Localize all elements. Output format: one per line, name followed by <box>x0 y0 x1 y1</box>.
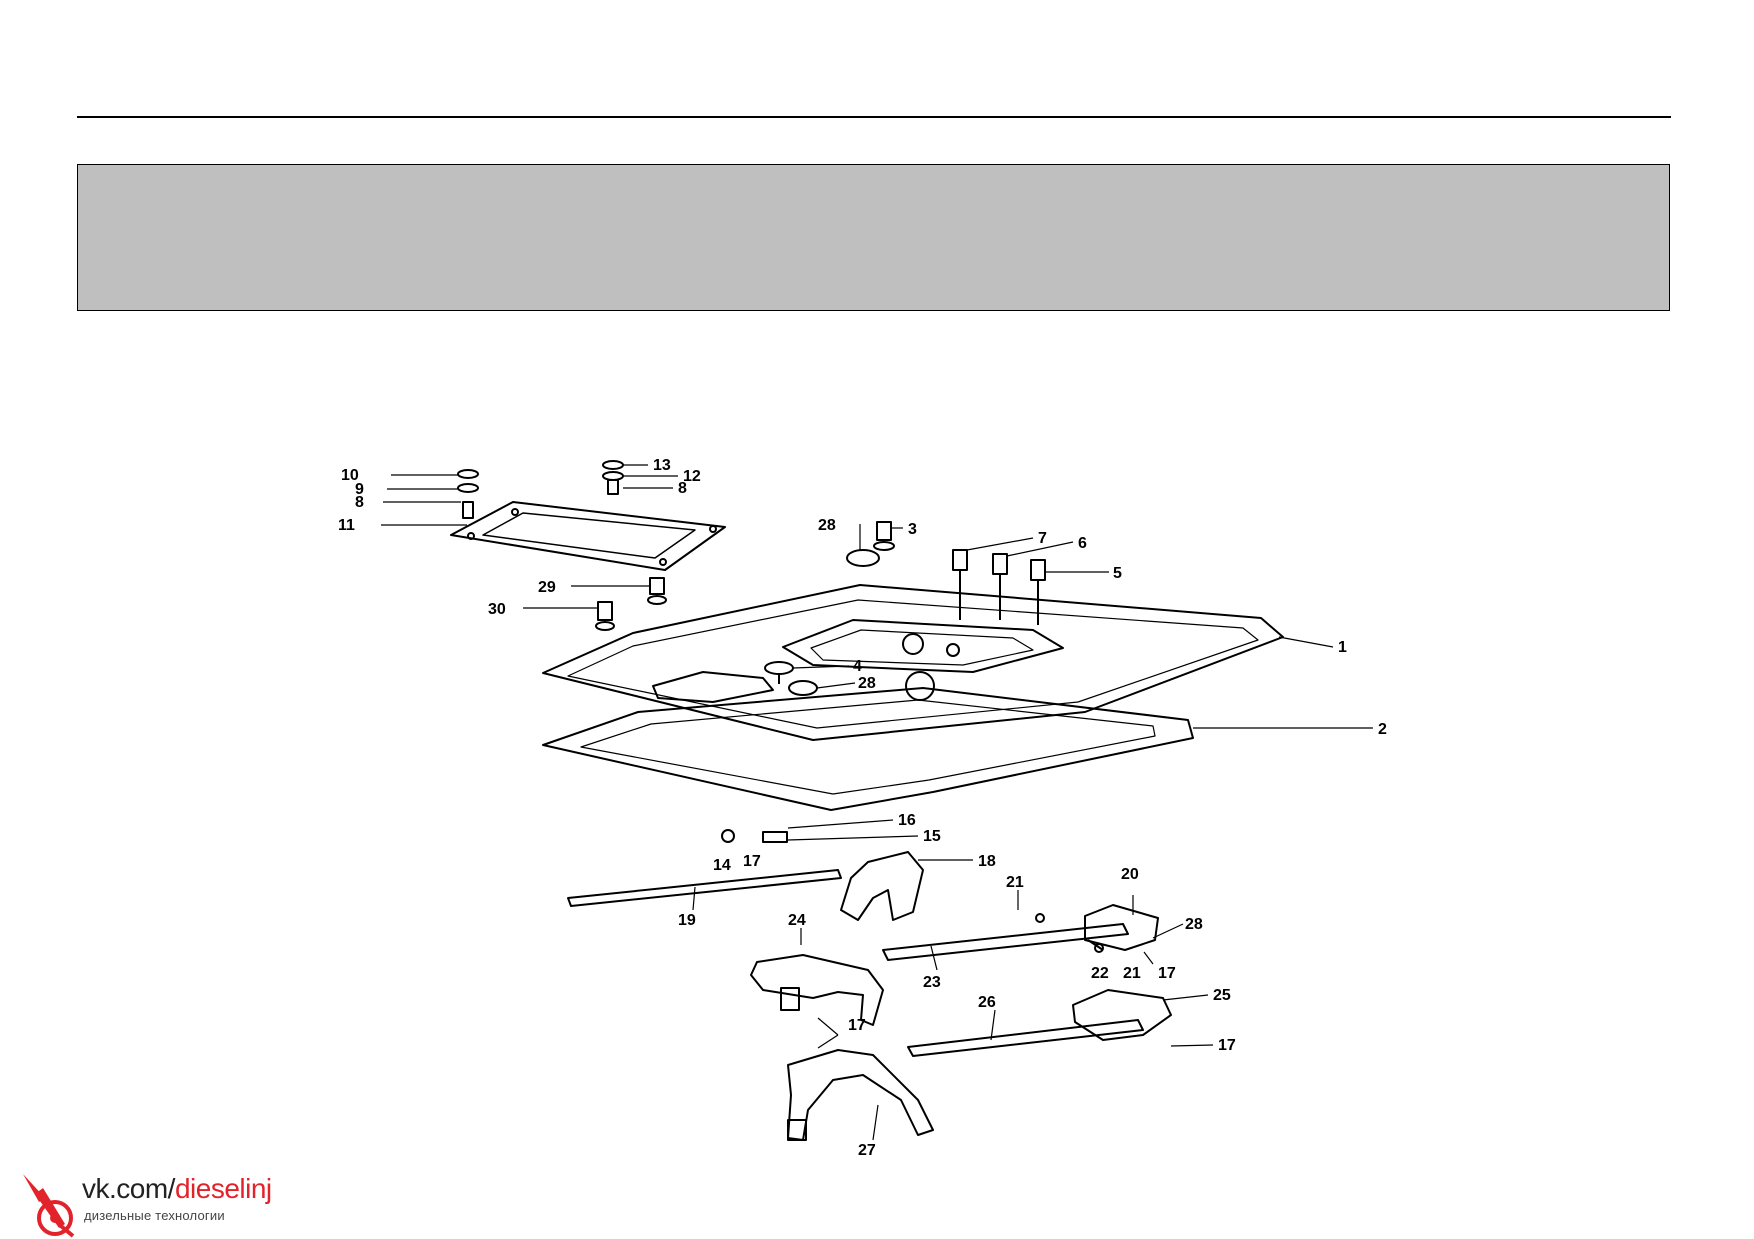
spring-15-16 <box>762 831 788 843</box>
block-20 <box>1084 904 1159 951</box>
callout-20: 20 <box>1121 866 1139 883</box>
callout-12: 12 <box>683 468 701 485</box>
callout-28c: 28 <box>1185 916 1203 933</box>
pin-22 <box>1087 939 1104 951</box>
callout-15: 15 <box>923 828 941 845</box>
callout-28a: 28 <box>818 517 836 534</box>
callout-1: 1 <box>1338 639 1347 656</box>
callout-7: 7 <box>1038 530 1047 547</box>
washers-12-13 <box>602 460 624 495</box>
callout-27: 27 <box>858 1142 876 1159</box>
ball-14 <box>721 829 735 843</box>
callout-30: 30 <box>488 601 506 618</box>
callout-3: 3 <box>908 521 917 538</box>
callout-2: 2 <box>1378 721 1387 738</box>
callout-17d: 17 <box>1218 1037 1236 1054</box>
bolt-29 <box>647 577 667 605</box>
callout-24: 24 <box>788 912 806 929</box>
callout-14: 14 <box>713 857 731 874</box>
shaft-19 <box>567 869 842 907</box>
callout-17c: 17 <box>848 1017 866 1034</box>
callout-25: 25 <box>1213 987 1231 1004</box>
callout-5: 5 <box>1113 565 1122 582</box>
callout-4: 4 <box>853 658 862 675</box>
shaft-26 <box>907 1019 1144 1057</box>
main-cover <box>542 584 1284 741</box>
spring-7 <box>952 549 968 620</box>
watermark-tagline: дизельные технологии <box>84 1208 225 1223</box>
callout-18: 18 <box>978 853 996 870</box>
callout-6: 6 <box>1078 535 1087 552</box>
callout-16: 16 <box>898 812 916 829</box>
callout-23: 23 <box>923 974 941 991</box>
callout-22: 22 <box>1091 965 1109 982</box>
callout-8a: 8 <box>355 494 364 511</box>
spring-6 <box>992 553 1008 620</box>
watermark-domain-accent: dieselinj <box>174 1173 272 1204</box>
top-rule <box>77 116 1671 118</box>
fork-27 <box>787 1049 934 1141</box>
header-band <box>77 164 1670 311</box>
callout-19: 19 <box>678 912 696 929</box>
ball-21a <box>1035 913 1045 923</box>
callout-10: 10 <box>341 467 359 484</box>
callout-8b: 8 <box>678 480 687 497</box>
fuel-injector-icon <box>23 1174 75 1238</box>
shaft-23 <box>882 923 1129 961</box>
watermark-domain[interactable]: vk.com/dieselinj <box>82 1173 272 1205</box>
exploded-parts-diagram: 10 9 8 11 13 12 8 28 3 7 6 5 29 30 1 4 2… <box>333 450 1433 1160</box>
callout-29: 29 <box>538 579 556 596</box>
callout-13: 13 <box>653 457 671 474</box>
callout-28b: 28 <box>858 675 876 692</box>
callout-21a: 21 <box>1006 874 1024 891</box>
callout-17a: 17 <box>743 853 761 870</box>
callout-26: 26 <box>978 994 996 1011</box>
small-cover-plate <box>450 501 726 571</box>
washer-28-mid <box>788 680 818 696</box>
watermark-domain-prefix: vk.com/ <box>82 1173 175 1204</box>
spring-5 <box>1030 559 1046 625</box>
plug-4 <box>764 661 794 684</box>
washers-9-10 <box>457 469 479 519</box>
fork-18 <box>840 851 924 921</box>
bolt-30 <box>595 601 615 631</box>
fork-24 <box>750 954 884 1026</box>
callout-17b: 17 <box>1158 965 1176 982</box>
callout-9: 9 <box>355 481 364 498</box>
washer-28-top <box>846 549 880 567</box>
callout-21b: 21 <box>1123 965 1141 982</box>
gasket <box>542 687 1194 811</box>
block-25 <box>1072 989 1172 1041</box>
callout-11: 11 <box>338 517 355 534</box>
bolt-3 <box>873 521 895 551</box>
watermark: vk.com/dieselinj дизельные технологии <box>15 1168 315 1238</box>
ball-21b <box>1094 943 1104 953</box>
